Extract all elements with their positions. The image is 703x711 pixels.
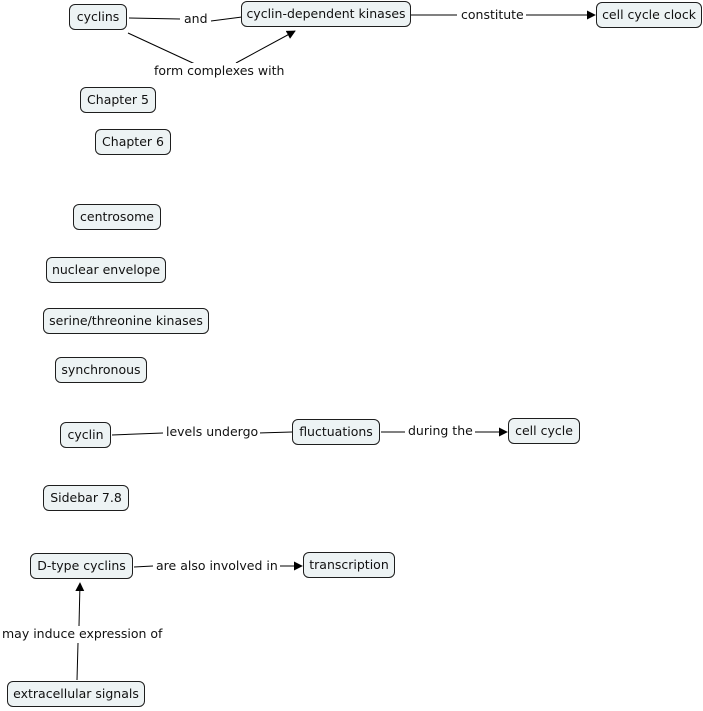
- connector-and-cdk: [210, 16, 243, 22]
- link-label-form-complexes-with: form complexes with: [152, 63, 287, 79]
- concept-cell-cycle-clock[interactable]: cell cycle clock: [596, 2, 702, 28]
- concept-centrosome[interactable]: centrosome: [73, 204, 161, 230]
- concept-sidebar-7-8[interactable]: Sidebar 7.8: [43, 485, 129, 511]
- connector-dtype-are-also-involved: [133, 565, 154, 568]
- link-label-are-also-involved-in: are also involved in: [154, 558, 280, 574]
- link-label-during-the: during the: [406, 423, 475, 439]
- concept-chapter-5[interactable]: Chapter 5: [80, 87, 156, 113]
- connector-cyclin-levels-undergo: [111, 432, 164, 436]
- concept-transcription[interactable]: transcription: [303, 552, 395, 578]
- concept-serine-threonine-kinases[interactable]: serine/threonine kinases: [43, 308, 209, 334]
- concept-extracellular-signals[interactable]: extracellular signals: [7, 681, 145, 707]
- connector-cyclins-and: [128, 17, 181, 20]
- concept-nuclear-envelope[interactable]: nuclear envelope: [46, 257, 166, 283]
- concept-synchronous[interactable]: synchronous: [55, 357, 147, 383]
- arrow-form-complexes-cdk: [235, 30, 296, 64]
- connector-levels-undergo-fluctuations: [257, 431, 293, 434]
- concept-d-type-cyclins[interactable]: D-type cyclins: [30, 553, 133, 579]
- concept-fluctuations[interactable]: fluctuations: [292, 419, 380, 445]
- link-label-levels-undergo: levels undergo: [164, 424, 261, 440]
- concept-cyclins[interactable]: cyclins: [69, 4, 127, 30]
- link-label-and: and: [182, 11, 210, 27]
- connector-cyclins-form-complexes: [127, 32, 196, 65]
- concept-chapter-6[interactable]: Chapter 6: [95, 129, 171, 155]
- concept-cyclin-dependent-kinases[interactable]: cyclin-dependent kinases: [241, 1, 411, 27]
- concept-cell-cycle[interactable]: cell cycle: [508, 418, 580, 444]
- link-label-may-induce-expression-of: may induce expression of: [0, 626, 165, 642]
- connector-extracellular-may-induce: [76, 642, 79, 681]
- concept-cyclin[interactable]: cyclin: [60, 422, 111, 448]
- arrow-may-induce-dtype: [75, 582, 85, 627]
- link-label-constitute: constitute: [459, 7, 526, 23]
